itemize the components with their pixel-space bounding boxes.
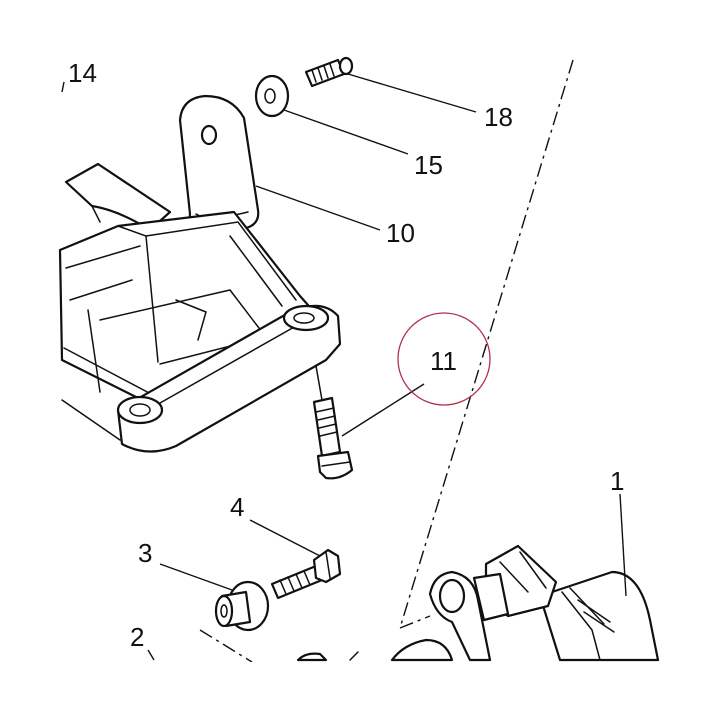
part-1-assembly xyxy=(296,544,660,662)
callout-15: 15 xyxy=(414,150,443,180)
callout-18: 18 xyxy=(484,102,513,132)
callout-10: 10 xyxy=(386,218,415,248)
part-15-washer xyxy=(254,74,290,118)
part-10-bracket xyxy=(58,94,342,453)
callout-4: 4 xyxy=(230,492,244,522)
assembly-centerline xyxy=(199,59,574,663)
part-4-bolt xyxy=(270,548,342,600)
leader-lines xyxy=(61,73,627,661)
callout-14: 14 xyxy=(68,58,97,88)
callout-1: 1 xyxy=(610,466,624,496)
part-11-bolt xyxy=(312,365,354,480)
part-3-spacer xyxy=(214,580,270,632)
callout-3: 3 xyxy=(138,538,152,568)
callout-11: 11 xyxy=(430,346,457,376)
part-18-stud xyxy=(304,56,354,88)
page-margin xyxy=(0,662,720,720)
highlight-circle xyxy=(397,312,491,406)
callout-2: 2 xyxy=(130,622,144,652)
